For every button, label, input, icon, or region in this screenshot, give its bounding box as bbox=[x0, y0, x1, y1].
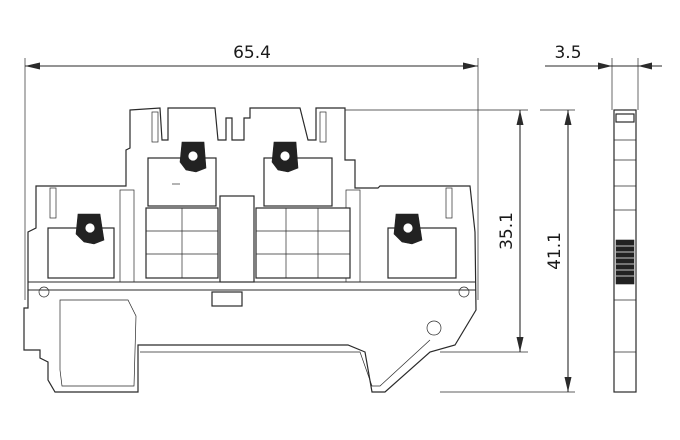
height-total-label: 41.1 bbox=[545, 232, 565, 270]
base-hole-right bbox=[458, 286, 470, 298]
terminal-block-side-view bbox=[613, 109, 637, 393]
top-slot-left bbox=[151, 111, 159, 143]
thickness-arrow-left bbox=[598, 62, 612, 70]
height-inner-arrow-bottom bbox=[516, 337, 524, 352]
screw-clamp-upper-right bbox=[271, 141, 299, 173]
side-slot-left bbox=[49, 187, 57, 219]
height-total-arrow-top bbox=[564, 110, 572, 125]
width-label: 65.4 bbox=[233, 43, 271, 63]
top-slot-right bbox=[319, 111, 327, 143]
terminal-block-front-view bbox=[23, 107, 477, 393]
width-dimension: 65.4 bbox=[24, 43, 479, 300]
base-hole-left bbox=[38, 286, 50, 298]
thickness-label: 3.5 bbox=[554, 43, 581, 63]
arrow-left bbox=[25, 62, 40, 70]
bottom-tab bbox=[211, 291, 243, 307]
thickness-dimension: 3.5 bbox=[545, 43, 662, 110]
height-total-dimension: 41.1 bbox=[440, 109, 575, 393]
side-ribs bbox=[616, 245, 634, 277]
din-rail-foot bbox=[59, 299, 137, 387]
height-inner-label: 35.1 bbox=[497, 212, 517, 250]
side-ribbed-section bbox=[615, 239, 635, 285]
height-total-arrow-bottom bbox=[564, 377, 572, 392]
rail-hook bbox=[140, 339, 431, 387]
arrow-right bbox=[463, 62, 478, 70]
height-inner-arrow-top bbox=[516, 110, 524, 125]
side-cap bbox=[615, 113, 635, 123]
center-bridge bbox=[219, 195, 255, 283]
release-hole bbox=[426, 320, 442, 336]
side-slot-right bbox=[445, 187, 453, 219]
screw-clamp-lower-left bbox=[75, 213, 105, 245]
screw-clamp-upper-left bbox=[179, 141, 207, 173]
screw-clamp-lower-right bbox=[393, 213, 423, 245]
marker-grid-left bbox=[145, 207, 219, 279]
thickness-arrow-right bbox=[638, 62, 652, 70]
marker-grid-right bbox=[255, 207, 351, 279]
height-inner-dimension: 35.1 bbox=[340, 109, 528, 353]
